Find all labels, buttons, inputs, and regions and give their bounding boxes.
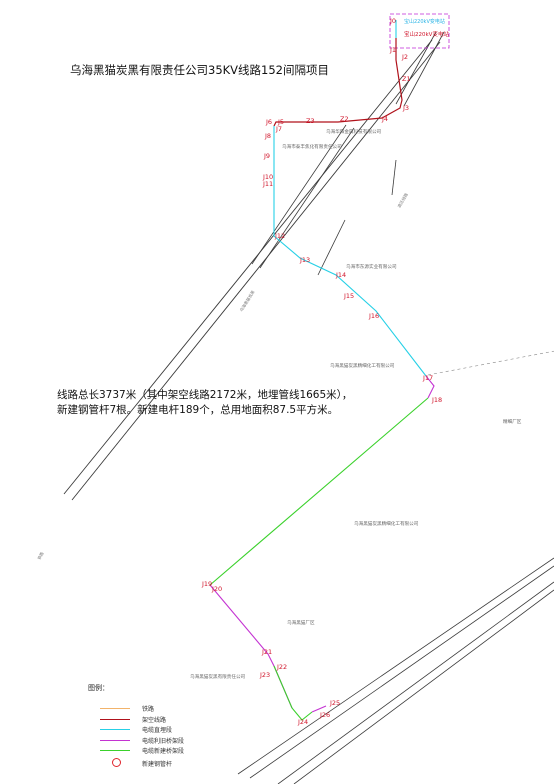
pole-label: J5 bbox=[277, 118, 284, 126]
pole-label: Z2 bbox=[340, 115, 349, 123]
cable-direct-buried-main bbox=[273, 126, 427, 377]
pole-label: J7 bbox=[275, 125, 282, 133]
new-bridge-swatch bbox=[100, 750, 130, 751]
place-label: 乌海市东源实业有限公司 bbox=[346, 263, 397, 270]
cable-reused-bridge-1 bbox=[425, 375, 435, 399]
pole-label: J16 bbox=[368, 312, 379, 320]
place-label: 乌海黑猫炭黑精细化工有限公司 bbox=[354, 520, 419, 527]
pole-label: J11 bbox=[262, 180, 273, 188]
pole-label: J19 bbox=[201, 580, 212, 588]
pole-label: Z1 bbox=[402, 75, 411, 83]
pole-label: J2 bbox=[401, 53, 408, 61]
cable-reused-bridge-3 bbox=[311, 705, 327, 713]
summary-line-1: 线路总长3737米（其中架空线路2172米，地埋管线1665米）， bbox=[57, 389, 353, 401]
place-label: 精细厂区 bbox=[503, 418, 522, 425]
reused-bridge-swatch bbox=[100, 739, 130, 741]
pole-label: J13 bbox=[299, 256, 310, 264]
pole-label: J22 bbox=[276, 663, 287, 671]
legend-label: 架空线路 bbox=[142, 716, 167, 724]
cable-new-bridge bbox=[209, 397, 429, 586]
pole-label: J26 bbox=[319, 711, 330, 719]
substation-box bbox=[389, 13, 450, 49]
legend-heading: 图例： bbox=[88, 684, 109, 692]
legend-label: 新建钢管杆 bbox=[142, 761, 173, 768]
project-summary: 线路总长3737米（其中架空线路2172米，地埋管线1665米）， 新建钢管杆7… bbox=[57, 388, 352, 418]
pole-label: J3 bbox=[402, 104, 409, 112]
road-top bbox=[391, 31, 445, 196]
pole-label: J6 bbox=[265, 118, 272, 126]
substation-label-top: 宝山220kV变电站 bbox=[404, 18, 445, 25]
place-label: 乌海黑猫厂区 bbox=[287, 619, 315, 626]
pole-label: J12 bbox=[274, 232, 285, 240]
legend-label: 铁路 bbox=[142, 706, 155, 713]
pole-label: J21 bbox=[261, 648, 272, 656]
pole-label: J0 bbox=[389, 17, 396, 25]
pole-label: J25 bbox=[329, 699, 340, 707]
pole-label: J14 bbox=[335, 271, 346, 279]
railway-swatch bbox=[100, 708, 130, 709]
place-label: 乌海市泰丰焦化有限责任公司 bbox=[282, 143, 342, 150]
boundary-dash bbox=[427, 350, 554, 376]
road-main bbox=[63, 39, 441, 501]
map-title: 乌海黑猫炭黑有限责任公司35KV线路152间隔项目 bbox=[70, 63, 329, 77]
road-lower bbox=[237, 557, 554, 784]
pole-label: Z3 bbox=[306, 117, 315, 125]
road-label: 高压线路 bbox=[396, 192, 409, 209]
pole-label: J23 bbox=[259, 671, 270, 679]
pole-label: J9 bbox=[263, 152, 270, 160]
place-label: 乌海黑猫炭黑有限责任公司 bbox=[190, 673, 246, 680]
pole-label: J20 bbox=[211, 585, 222, 593]
legend-label: 电缆新建桥架段 bbox=[142, 748, 185, 755]
pole-label: J18 bbox=[431, 396, 442, 404]
legend-label: 电缆利旧桥架段 bbox=[142, 737, 185, 745]
pole-label: J8 bbox=[264, 132, 271, 140]
road-branch bbox=[251, 124, 355, 276]
substation-label: 宝山220kV变电站 bbox=[404, 30, 449, 38]
pole-label: J24 bbox=[297, 718, 308, 726]
overhead-line bbox=[273, 38, 403, 127]
cable-reused-bridge-2 bbox=[209, 584, 293, 709]
pole-label: J10 bbox=[262, 173, 273, 181]
cable-new-bridge-2 bbox=[273, 665, 313, 721]
steel-pole-icon bbox=[112, 758, 121, 767]
overhead-swatch bbox=[100, 718, 130, 720]
road-label: 乌海黑猫炭黑 bbox=[238, 289, 256, 313]
pole-label: J1 bbox=[389, 46, 396, 54]
place-label: 乌海黑猫炭黑精细化工有限公司 bbox=[330, 362, 395, 369]
pole-label: J4 bbox=[381, 115, 388, 123]
direct-buried-swatch bbox=[100, 729, 130, 730]
summary-line-2: 新建钢管杆7根。新建电杆189个，总用地面积87.5平方米。 bbox=[57, 404, 339, 416]
legend-label: 电缆直埋段 bbox=[142, 727, 173, 734]
place-label: 乌海华阳金属科技有限公司 bbox=[326, 128, 382, 135]
pole-label: J17 bbox=[422, 374, 433, 382]
pole-label: J15 bbox=[343, 292, 354, 300]
road-label: 铁路 bbox=[36, 551, 45, 561]
